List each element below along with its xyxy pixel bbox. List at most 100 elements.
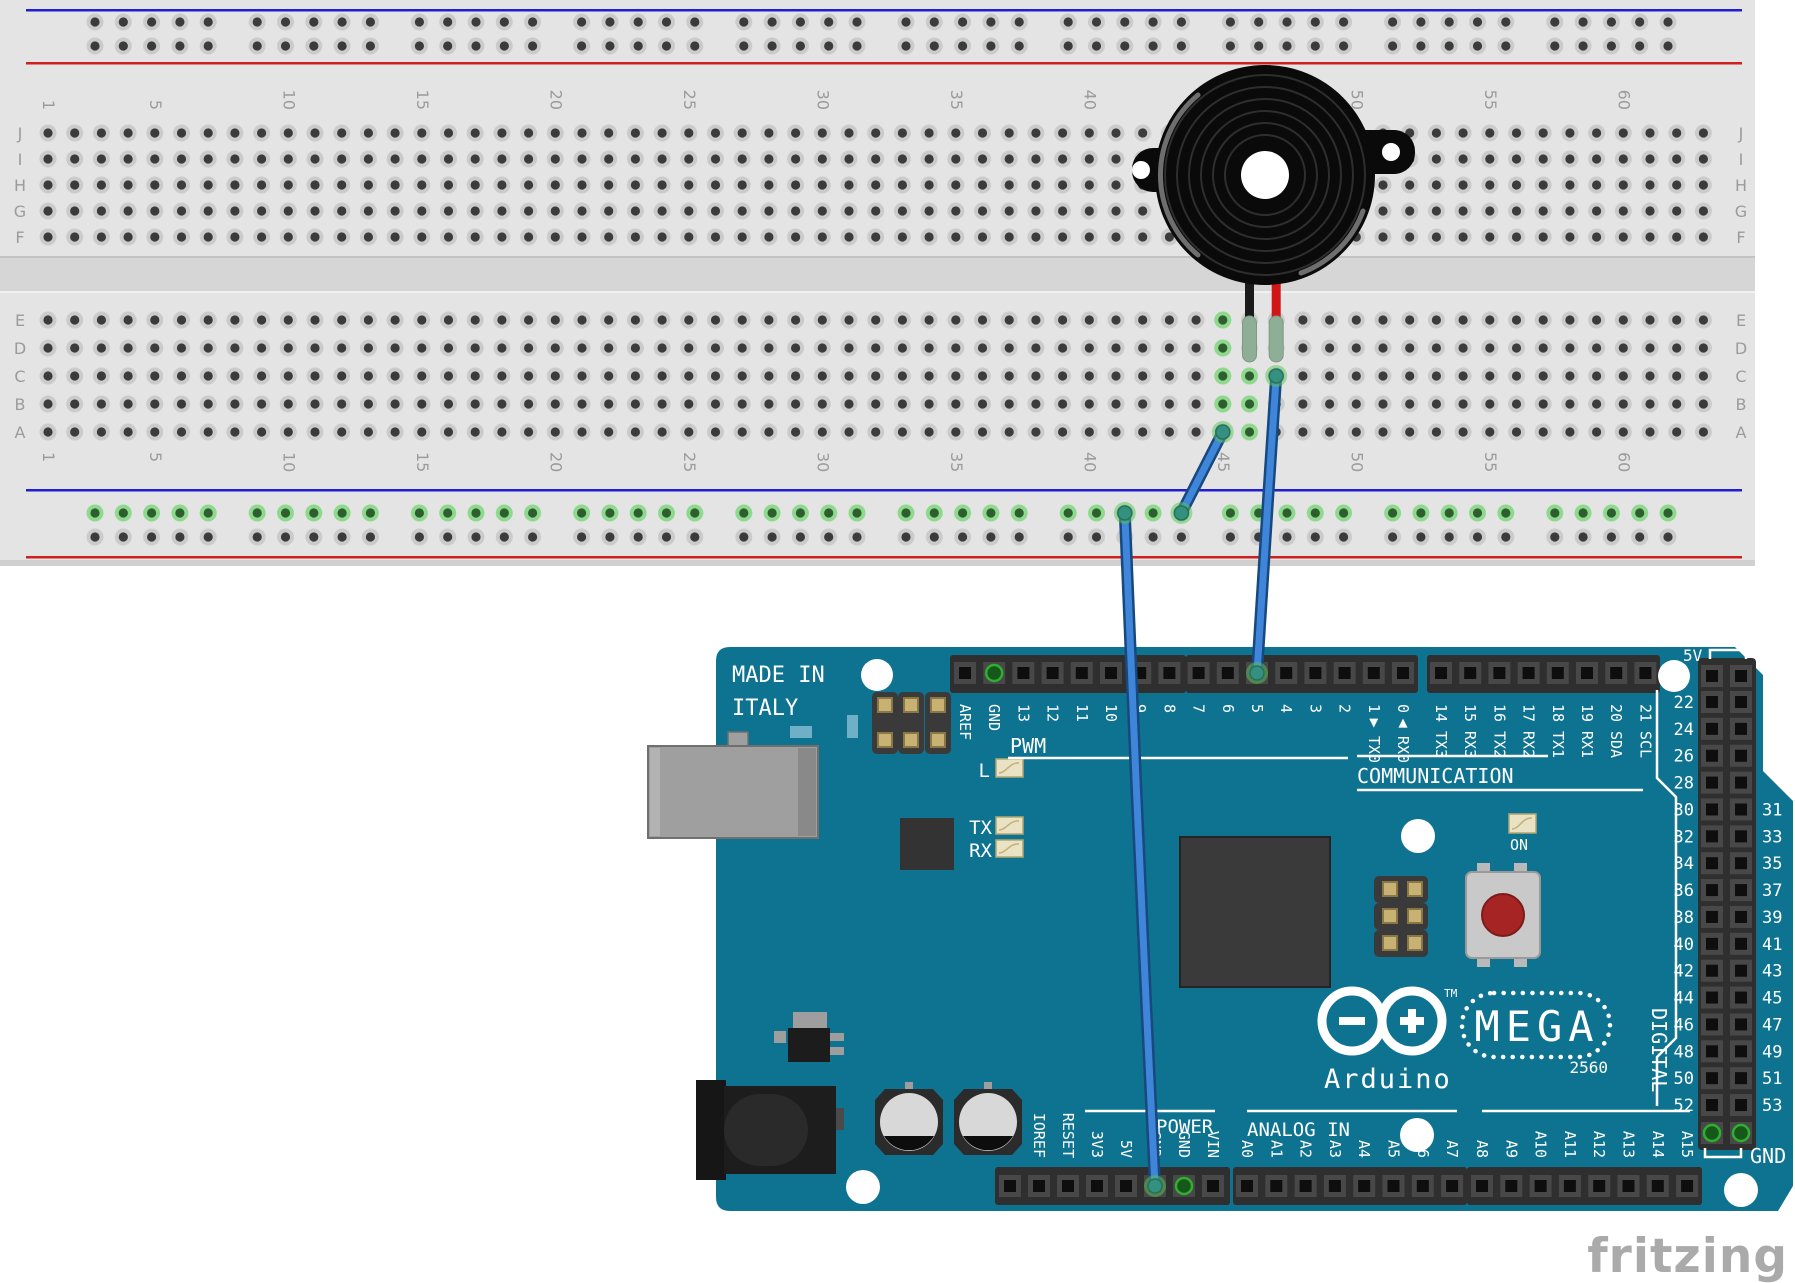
mounting-hole — [846, 1170, 880, 1204]
icsp-pin[interactable] — [1407, 908, 1423, 924]
pin-label: 7 — [1190, 704, 1208, 713]
buzzer-rim-highlight — [1298, 208, 1366, 276]
pin-label: 10 — [1102, 704, 1120, 722]
digital-pin-number: 37 — [1762, 881, 1782, 901]
column-number-top: 15 — [413, 90, 432, 110]
pin-label: 11 — [1073, 704, 1091, 722]
italy-label: ITALY — [732, 696, 798, 721]
tx-led — [995, 816, 1024, 835]
mounting-hole — [1658, 660, 1690, 692]
pin-label: A4 — [1355, 1140, 1373, 1158]
row-letter-right: J — [1738, 124, 1744, 143]
column-number-top: 35 — [947, 90, 966, 110]
wire-end-connector[interactable] — [1268, 368, 1284, 384]
pin-label: A11 — [1561, 1131, 1579, 1158]
digital-pin-number: 53 — [1762, 1096, 1782, 1116]
power-header-strip — [995, 1167, 1230, 1205]
fritzing-watermark: fritzing — [1587, 1229, 1788, 1283]
wire-end-connector[interactable] — [1117, 505, 1133, 521]
breadboard-bottom-edge — [0, 560, 1755, 566]
icsp-pin[interactable] — [1382, 881, 1398, 897]
digital-pin-number: 40 — [1674, 935, 1694, 955]
buzzer-center-hole — [1241, 151, 1289, 199]
pin-label: 17 — [1520, 704, 1538, 722]
pin-label: A9 — [1502, 1140, 1520, 1158]
icsp-pin[interactable] — [930, 732, 946, 748]
pin-label: 0 — [1394, 704, 1412, 713]
pin-label: A10 — [1532, 1131, 1550, 1158]
digital-pin-number: 26 — [1674, 747, 1694, 767]
buzzer-left-ear-hole — [1132, 161, 1150, 179]
row-letter-right: I — [1739, 150, 1744, 169]
pin-label: A0 — [1238, 1140, 1256, 1158]
icsp-pin[interactable] — [1407, 935, 1423, 951]
icsp-pin[interactable] — [903, 732, 919, 748]
digital-pin-number: 22 — [1674, 693, 1694, 713]
pin-label: SCL — [1636, 731, 1654, 758]
communication-label: COMMUNICATION — [1357, 764, 1514, 788]
bottom-rail-red-line — [26, 556, 1742, 559]
jumper-wires[interactable] — [1113, 365, 1288, 1197]
row-letter-left: B — [15, 395, 26, 414]
pin-label: RESET — [1059, 1113, 1077, 1158]
digital-pin-number: 39 — [1762, 908, 1782, 928]
pin-label: A5 — [1385, 1140, 1403, 1158]
usb-connector[interactable] — [647, 745, 819, 839]
icsp-pin[interactable] — [1382, 908, 1398, 924]
row-letter-left: G — [14, 202, 26, 221]
column-number-top: 30 — [813, 90, 832, 110]
minus-icon — [1339, 1017, 1365, 1025]
smd-part — [790, 726, 812, 738]
column-number-bottom: 20 — [546, 452, 565, 472]
atmega2560-chip[interactable] — [1179, 836, 1331, 988]
pin-label: 15 — [1461, 704, 1479, 722]
mounting-hole — [1401, 819, 1435, 853]
made-in-label: MADE IN — [732, 663, 825, 688]
serial-arrow-icon: ▼ — [1369, 713, 1378, 731]
top-rail-blue-line — [26, 9, 1742, 12]
icsp-pin[interactable] — [1382, 935, 1398, 951]
gnd-net-pin — [1731, 1123, 1751, 1143]
column-number-top: 5 — [146, 100, 165, 110]
digital-pin-number: 30 — [1674, 800, 1694, 820]
pin-label: A8 — [1473, 1140, 1491, 1158]
wire-end-connector[interactable] — [1173, 505, 1190, 521]
row-letter-left: E — [15, 311, 25, 330]
digital-pin-number: 49 — [1762, 1042, 1782, 1062]
icsp-pin[interactable] — [930, 697, 946, 713]
pin-label: 5 — [1248, 704, 1266, 713]
gnd-label: GND — [1750, 1144, 1786, 1168]
gnd-net-pin — [1702, 1123, 1722, 1143]
digital-pin-number: 51 — [1762, 1069, 1782, 1089]
digital-pin-number: 42 — [1674, 962, 1694, 982]
icsp-pin[interactable] — [903, 697, 919, 713]
piezo-buzzer[interactable] — [1132, 65, 1415, 363]
row-letter-left: A — [15, 423, 26, 442]
icsp-pin[interactable] — [877, 732, 893, 748]
mega-label: MEGA — [1474, 1002, 1599, 1051]
pin-label: A1 — [1267, 1140, 1285, 1158]
column-number-top: 1 — [39, 100, 58, 110]
icsp-pin[interactable] — [877, 697, 893, 713]
pin-label: 8 — [1160, 704, 1178, 713]
reset-button[interactable] — [1481, 893, 1525, 937]
breadboard[interactable]: 1155101015152020252530303535404045455050… — [0, 0, 1755, 566]
column-number-top: 20 — [546, 90, 565, 110]
wire-end-connector[interactable] — [1147, 1178, 1163, 1194]
analog-header-strip — [1467, 1167, 1702, 1205]
row-letter-left: F — [15, 228, 24, 247]
pin-label: 4 — [1277, 704, 1295, 713]
model-2560-label: 2560 — [1569, 1058, 1608, 1077]
analog-in-label: ANALOG IN — [1247, 1119, 1350, 1141]
pin-label: 5V — [1117, 1140, 1135, 1158]
column-number-bottom: 30 — [813, 452, 832, 472]
mounting-hole — [1400, 1118, 1434, 1152]
column-number-top: 40 — [1080, 90, 1099, 110]
wire-end-connector[interactable] — [1215, 424, 1231, 440]
icsp-pin[interactable] — [1407, 881, 1423, 897]
pin-label: TX0 — [1365, 736, 1383, 763]
mega-dotted-border — [1459, 990, 1613, 1060]
wire-end-connector[interactable] — [1249, 665, 1265, 681]
pin-label: RX3 — [1461, 731, 1479, 758]
